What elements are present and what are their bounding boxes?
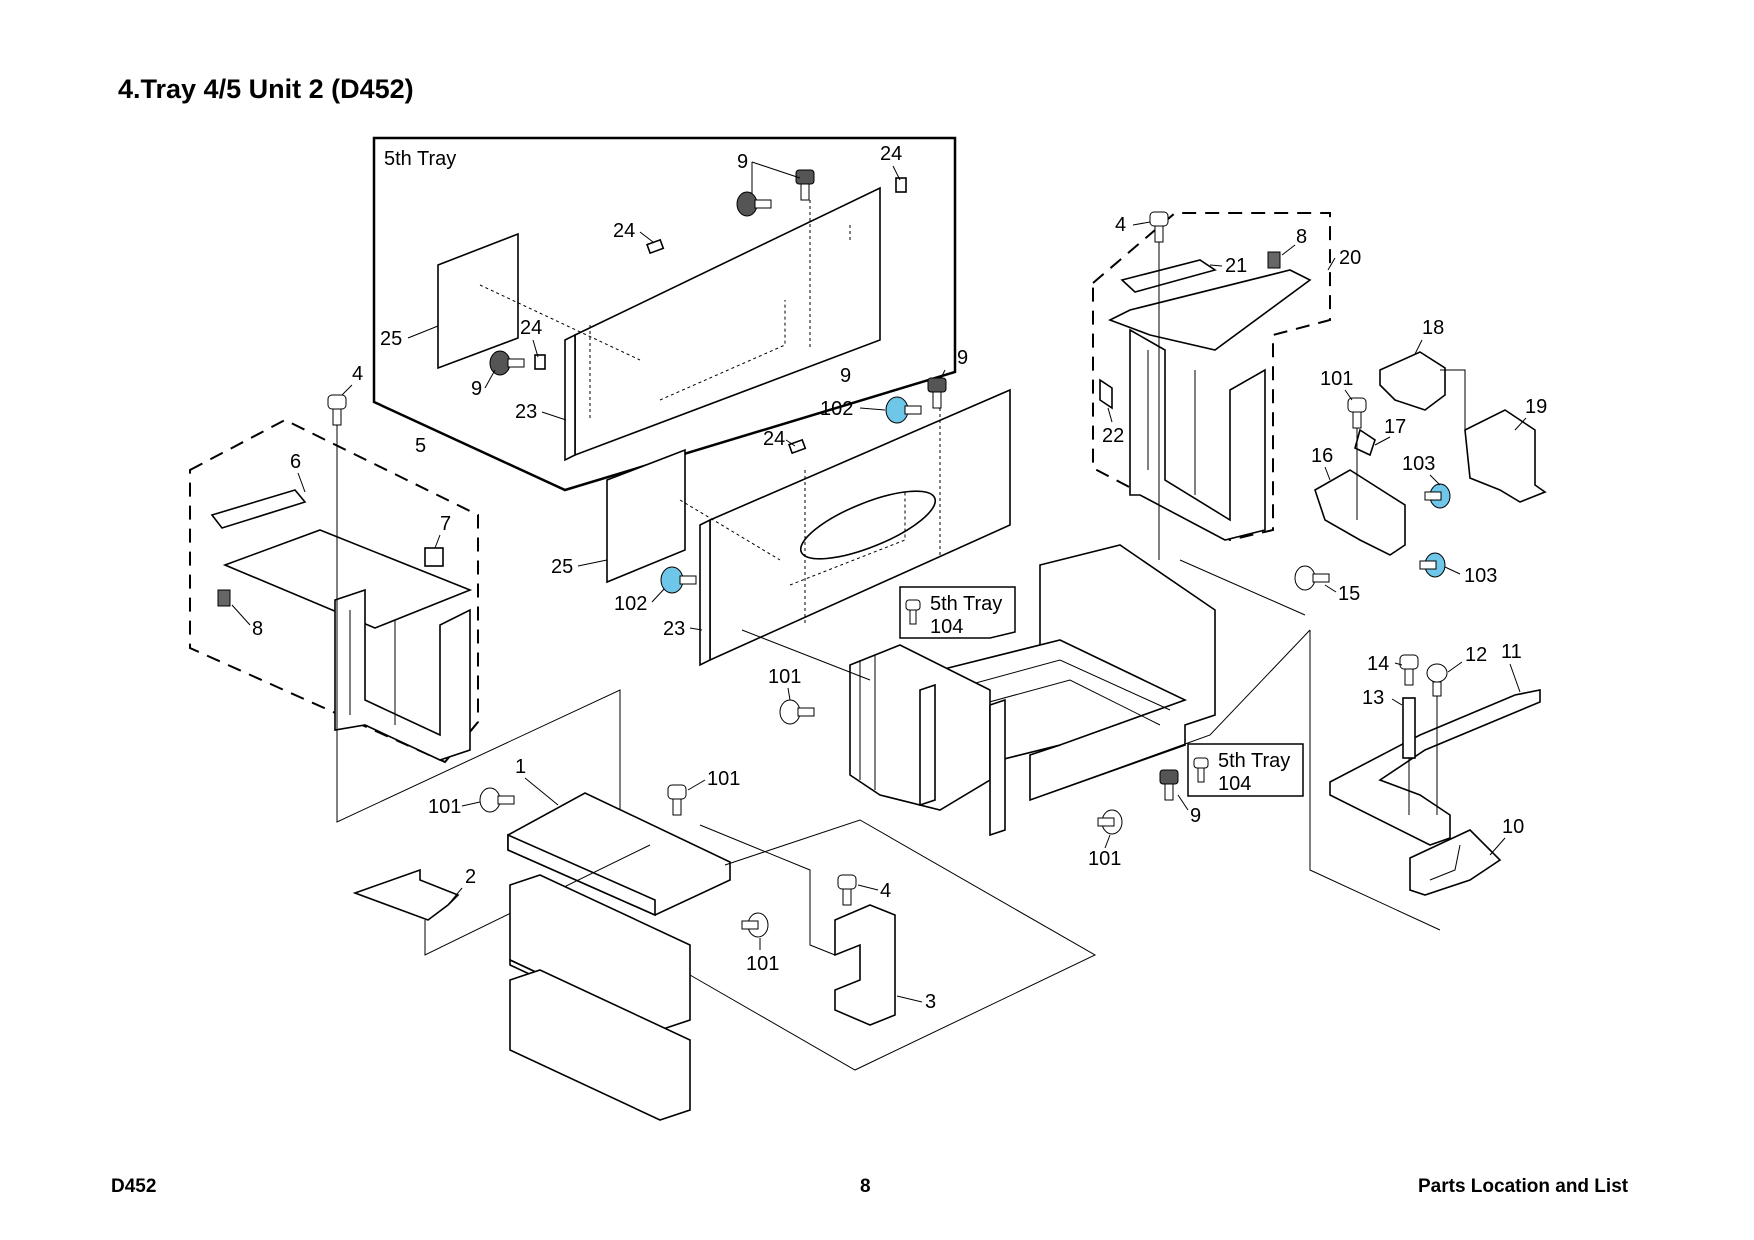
callout-101: 101 — [746, 953, 779, 975]
callout-24: 24 — [763, 428, 785, 450]
footer-model-code: D452 — [111, 1176, 157, 1197]
screw-icon — [1294, 565, 1330, 591]
hinge-assembly — [1294, 351, 1547, 591]
callout-15: 15 — [1338, 583, 1360, 605]
callout-20: 20 — [1339, 247, 1361, 269]
callout-14: 14 — [1367, 653, 1389, 675]
callout-101: 101 — [1088, 848, 1121, 870]
callout-9: 9 — [840, 365, 851, 387]
callout-21: 21 — [1225, 255, 1247, 277]
callout-10: 10 — [1502, 816, 1524, 838]
callout-13: 13 — [1362, 687, 1384, 709]
screw-icon — [479, 787, 515, 813]
screw-icon — [837, 874, 857, 906]
callout-102: 102 — [820, 398, 853, 420]
note-box-5th-tray: 5th Tray 104 — [1187, 743, 1304, 797]
note-box-label: 5th Tray — [930, 593, 1002, 615]
callout-101: 101 — [1320, 368, 1353, 390]
left-bracket-group — [189, 394, 479, 764]
highlighted-screw-icon — [1419, 552, 1446, 578]
callout-4: 4 — [880, 880, 891, 902]
inset-label: 5th Tray — [384, 148, 456, 170]
fifth-tray-inset: 5th Tray 9 24 24 — [372, 136, 957, 492]
callout-5: 5 — [415, 435, 426, 457]
screw-icon — [1426, 663, 1448, 697]
screw-icon — [327, 394, 347, 426]
screw-icon — [667, 784, 687, 816]
note-box-part: 104 — [1218, 773, 1251, 795]
screw-icon — [741, 912, 769, 938]
callout-12: 12 — [1465, 644, 1487, 666]
screw-icon — [1159, 769, 1179, 801]
callout-18: 18 — [1422, 317, 1444, 339]
callout-101: 101 — [768, 666, 801, 688]
base-assembly — [336, 580, 1097, 1121]
callout-24: 24 — [520, 317, 542, 339]
rail-assembly — [1329, 654, 1541, 896]
callout-1: 1 — [515, 756, 526, 778]
callout-7: 7 — [440, 513, 451, 535]
screw-icon — [905, 599, 921, 625]
callout-101: 101 — [428, 796, 461, 818]
screw-icon — [1149, 211, 1169, 243]
page-title: 4.Tray 4/5 Unit 2 (D452) — [118, 74, 414, 104]
callout-16: 16 — [1311, 445, 1333, 467]
callout-11: 11 — [1501, 641, 1522, 663]
screw-icon — [489, 350, 525, 376]
callout-24: 24 — [880, 143, 902, 165]
screw-icon — [1097, 809, 1123, 835]
callout-23: 23 — [663, 618, 685, 640]
note-box-5th-tray: 5th Tray 104 — [899, 586, 1016, 639]
callout-8: 8 — [1296, 226, 1307, 248]
callout-25: 25 — [551, 556, 573, 578]
tray-frame — [741, 544, 1441, 931]
callout-3: 3 — [925, 991, 936, 1013]
callout-22: 22 — [1102, 425, 1124, 447]
callout-4: 4 — [352, 363, 363, 385]
callout-101: 101 — [707, 768, 740, 790]
callout-9: 9 — [737, 151, 748, 173]
callout-9: 9 — [471, 378, 482, 400]
callout-9: 9 — [1190, 805, 1201, 827]
note-box-part: 104 — [930, 616, 963, 638]
screw-icon — [927, 377, 947, 409]
footer-page-number: 8 — [860, 1176, 871, 1197]
highlighted-screw-icon — [885, 396, 922, 424]
highlighted-screw-icon — [660, 566, 697, 594]
callout-24: 24 — [613, 220, 635, 242]
callout-4: 4 — [1115, 214, 1126, 236]
rear-cover-panel — [606, 388, 1011, 667]
screw-icon — [1347, 397, 1367, 429]
callout-19: 19 — [1525, 396, 1547, 418]
callout-102: 102 — [614, 593, 647, 615]
callout-8: 8 — [252, 618, 263, 640]
highlighted-screw-icon — [1424, 483, 1451, 509]
callout-2: 2 — [465, 866, 476, 888]
screw-icon — [1193, 757, 1209, 783]
callout-17: 17 — [1384, 416, 1406, 438]
callout-9: 9 — [957, 347, 968, 369]
callout-103: 103 — [1464, 565, 1497, 587]
callout-6: 6 — [290, 451, 301, 473]
callout-25: 25 — [380, 328, 402, 350]
right-bracket-group — [1092, 211, 1331, 560]
screw-icon — [779, 699, 815, 725]
note-box-label: 5th Tray — [1218, 750, 1290, 772]
screw-icon — [1399, 654, 1419, 686]
footer-section-title: Parts Location and List — [1418, 1176, 1629, 1197]
callout-23: 23 — [515, 401, 537, 423]
screw-icon — [736, 191, 772, 217]
callout-103: 103 — [1402, 453, 1435, 475]
